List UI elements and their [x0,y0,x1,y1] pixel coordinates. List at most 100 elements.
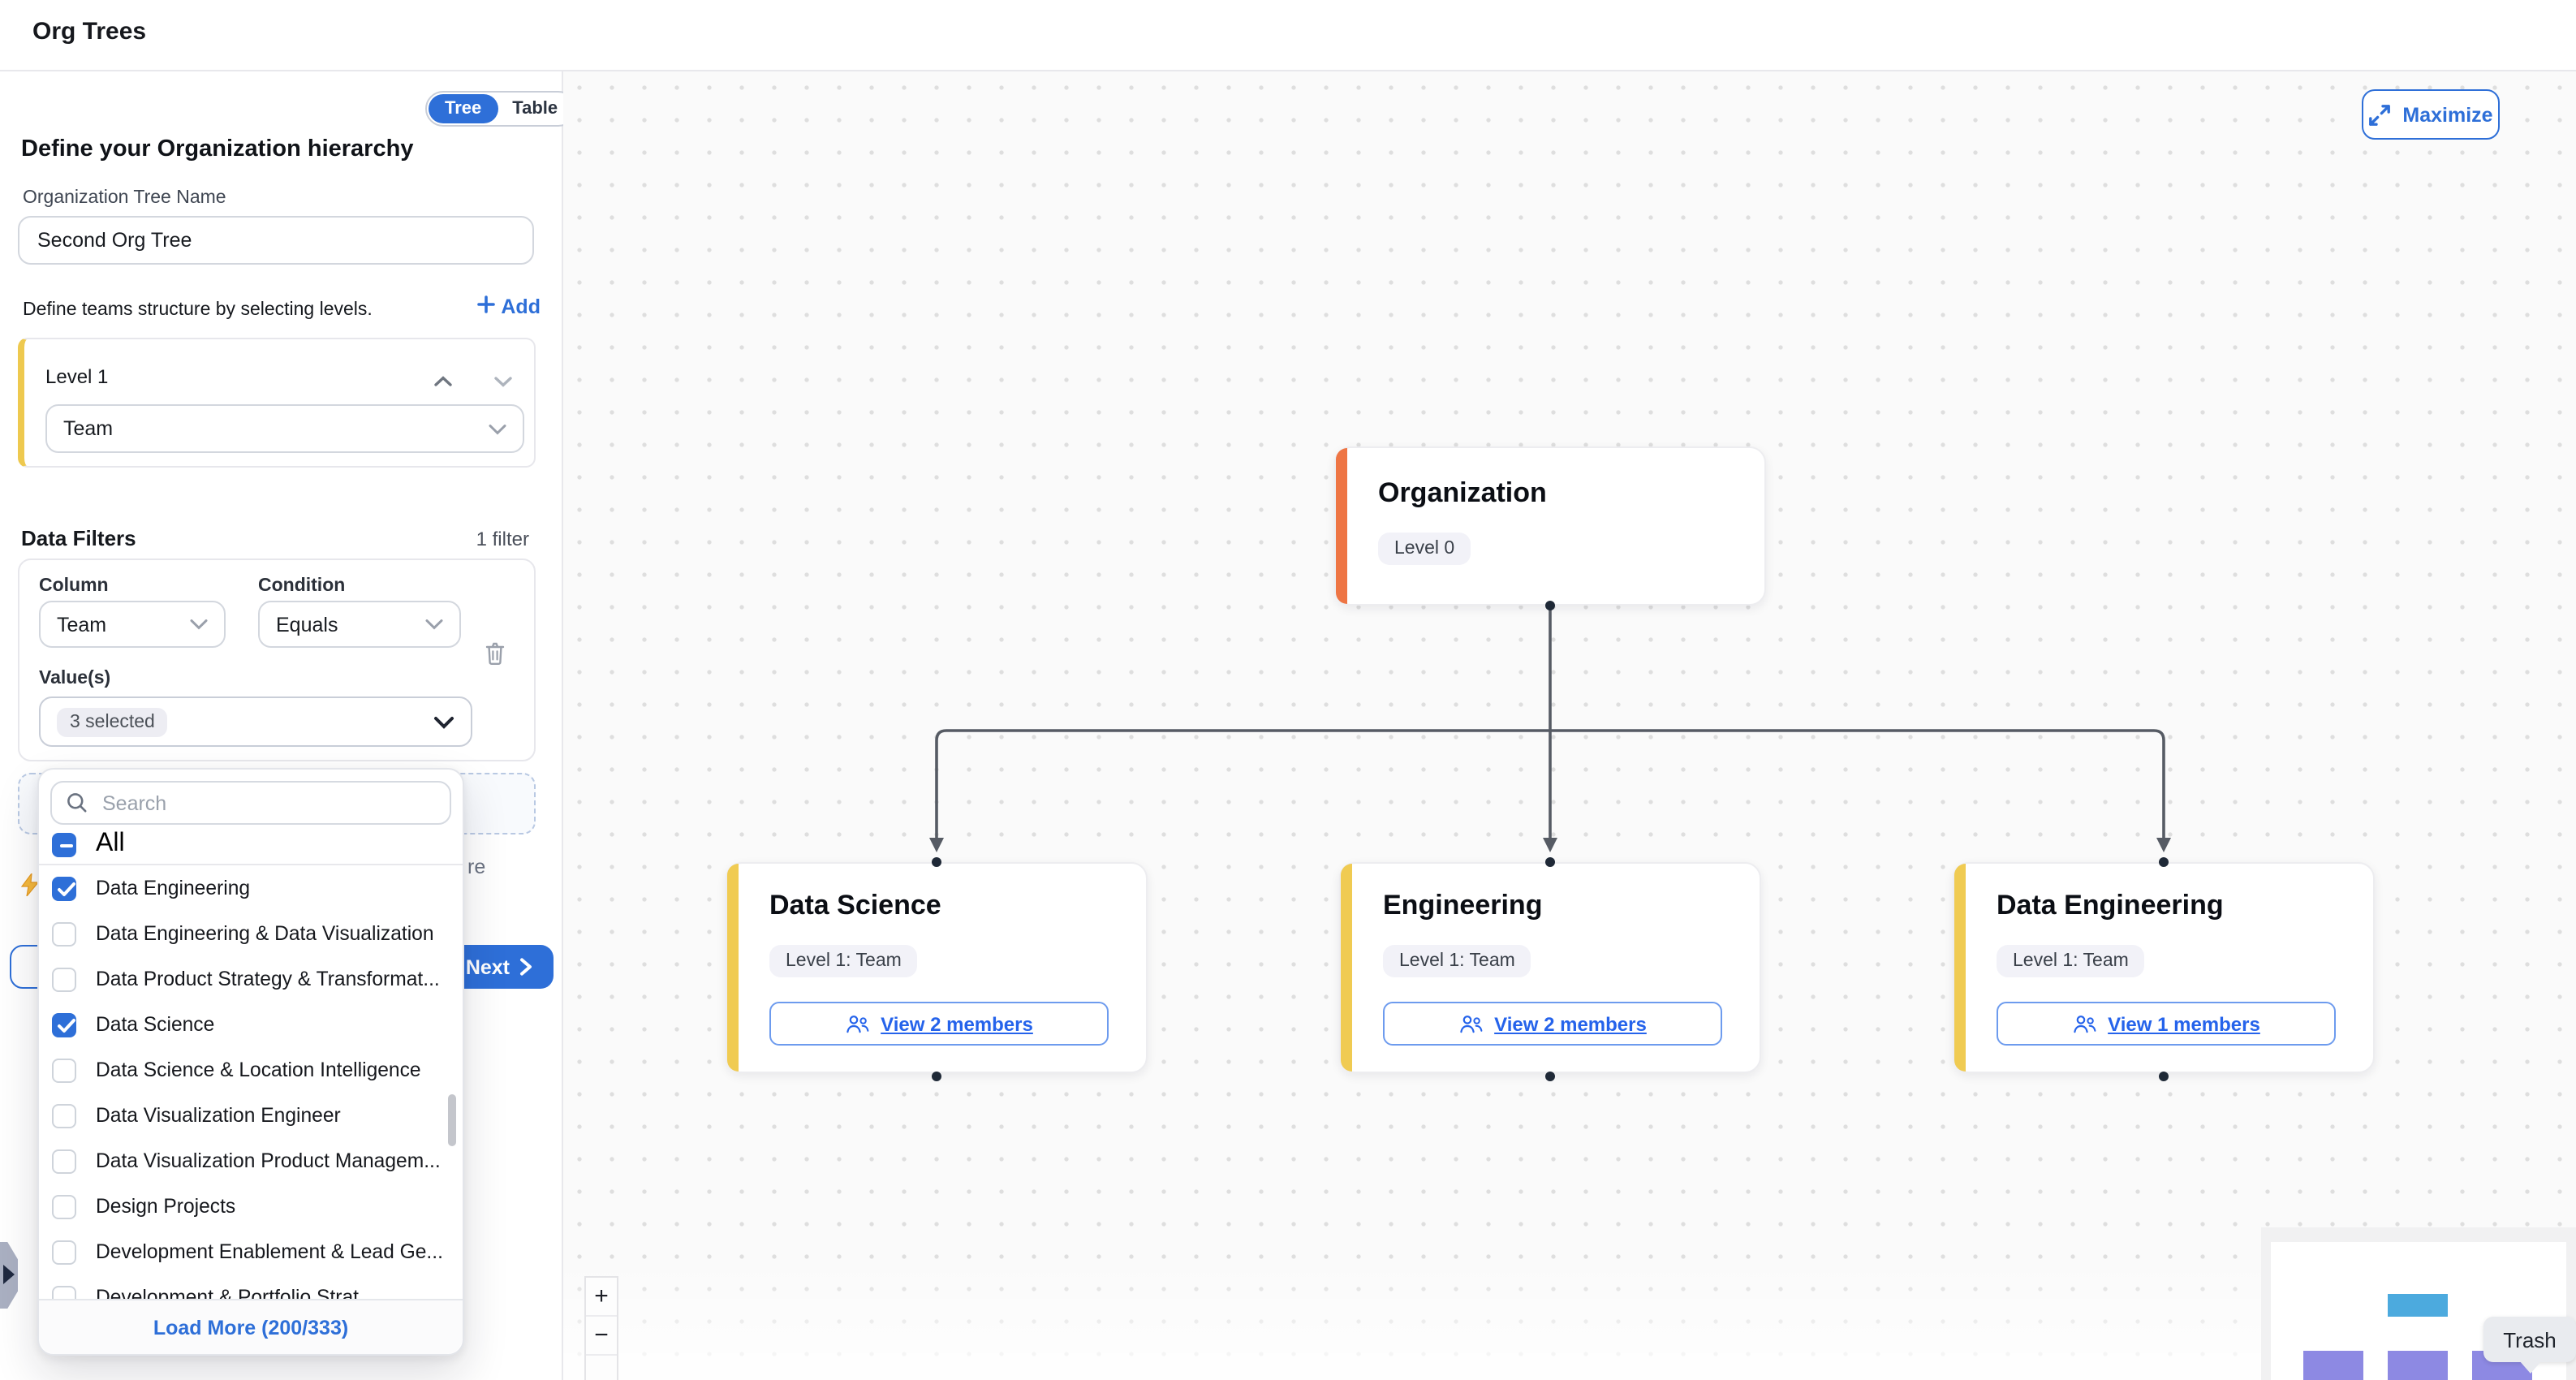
node-title: Data Engineering [1997,890,2224,921]
minimap-child-node [2388,1351,2448,1380]
chevron-down-icon [489,424,506,434]
node-title: Data Science [769,890,941,921]
checkbox[interactable] [52,1058,76,1082]
chevron-down-icon [190,619,208,630]
checkbox[interactable] [52,1194,76,1218]
members-icon [1459,1015,1482,1033]
bottom-fade [563,1258,2576,1380]
org-node-data-science[interactable]: Data Science Level 1: Team View 2 member… [726,862,1148,1073]
load-more-button[interactable]: Load More (200/333) [39,1299,463,1354]
org-node-engineering[interactable]: Engineering Level 1: Team View 2 members [1339,862,1761,1073]
chevron-down-icon [434,716,454,728]
chevron-down-icon[interactable] [493,367,513,396]
level-card: Level 1 Team [18,338,536,468]
values-multiselect[interactable]: 3 selected [39,696,472,747]
chevron-down-icon [425,619,443,630]
zoom-out-button[interactable]: − [586,1317,617,1356]
scrollbar-thumb[interactable] [448,1094,456,1146]
members-icon [846,1015,868,1033]
zoom-in-button[interactable]: + [586,1278,617,1317]
view-members-button[interactable]: View 2 members [1383,1002,1722,1046]
values-label: Value(s) [39,669,111,688]
condition-label: Condition [258,576,346,596]
org-chart-canvas[interactable]: Maximize Organization Level 0 Data Scien… [563,71,2576,1380]
dropdown-list[interactable]: Data Engineering Data Engineering & Data… [39,865,463,1302]
node-title: Engineering [1383,890,1543,921]
checkbox[interactable] [52,967,76,991]
zoom-controls: + − [584,1276,618,1380]
column-label: Column [39,576,109,596]
list-item[interactable]: Development Enablement & Lead Ge... [39,1229,463,1274]
maximize-label: Maximize [2402,103,2493,126]
add-level-button[interactable]: Add [476,295,541,318]
dropdown-search[interactable] [50,781,451,825]
checkbox[interactable] [52,876,76,900]
expand-handle[interactable] [0,1242,18,1309]
sidebar-heading: Define your Organization hierarchy [21,136,414,162]
add-label: Add [501,295,541,318]
checkbox[interactable] [52,1240,76,1264]
chevron-right-icon [520,958,532,976]
view-members-button[interactable]: View 2 members [769,1002,1109,1046]
level-badge: Level 0 [1378,533,1471,565]
checkbox[interactable] [52,921,76,946]
level-badge: Level 1: Team [769,945,918,977]
view-members-label: View 1 members [2108,1012,2260,1035]
view-toggle[interactable]: Tree Table [425,91,576,127]
filter-card: Column Condition Team Equals Value(s) 3 … [18,558,536,761]
list-item[interactable]: Data Engineering [39,865,463,911]
level-badge: Level 1: Team [1383,945,1531,977]
maximize-button[interactable]: Maximize [2362,89,2500,140]
checkbox[interactable] [52,1149,76,1173]
column-select[interactable]: Team [39,601,226,648]
search-icon [67,793,87,813]
delete-filter-icon[interactable] [484,641,506,674]
checkbox[interactable] [52,1103,76,1128]
lightning-icon [20,871,40,904]
level-title: Level 1 [45,365,109,388]
list-item[interactable]: Design Projects [39,1184,463,1229]
divider [39,864,463,865]
tree-name-input[interactable] [18,216,534,265]
level-type-select[interactable]: Team [45,404,524,453]
list-item[interactable]: Data Science & Location Intelligence [39,1047,463,1093]
select-all-row[interactable]: All [39,825,463,864]
chevron-up-icon[interactable] [433,367,453,396]
org-node-root[interactable]: Organization Level 0 [1334,446,1766,606]
values-dropdown: All Data Engineering Data Engineering & … [37,768,464,1356]
select-all-checkbox[interactable] [52,832,76,856]
view-members-label: View 2 members [1494,1012,1647,1035]
next-label: Next [465,955,510,978]
fit-view-button[interactable] [586,1356,617,1380]
list-item[interactable]: Data Science [39,1002,463,1047]
list-item[interactable]: Development & Portfolio Strat... [39,1274,463,1302]
checkbox[interactable] [52,1285,76,1302]
view-members-label: View 2 members [881,1012,1033,1035]
toggle-table[interactable]: Table [512,99,558,119]
levels-hint: Define teams structure by selecting leve… [23,300,373,320]
plus-icon [476,295,495,318]
view-members-button[interactable]: View 1 members [1997,1002,2336,1046]
level-badge: Level 1: Team [1997,945,2145,977]
minimap-child-node [2303,1351,2363,1380]
tree-name-label: Organization Tree Name [23,188,226,208]
search-input[interactable] [99,790,435,816]
data-filters-title: Data Filters [21,526,136,550]
condition-select[interactable]: Equals [258,601,461,648]
column-value: Team [57,613,107,636]
minimap-root-node [2388,1294,2448,1317]
list-item[interactable]: Data Product Strategy & Transformat... [39,956,463,1002]
selected-count-pill: 3 selected [57,707,168,736]
hidden-tip-text-fragment: re [467,856,486,878]
page-header: Org Trees [0,0,2576,71]
members-icon [2073,1015,2096,1033]
list-item[interactable]: Data Visualization Product Managem... [39,1138,463,1184]
select-all-label: All [96,830,125,857]
org-node-data-engineering[interactable]: Data Engineering Level 1: Team View 1 me… [1953,862,2375,1073]
list-item[interactable]: Data Visualization Engineer [39,1093,463,1138]
toggle-tree[interactable]: Tree [429,94,498,123]
checkbox[interactable] [52,1012,76,1037]
list-item[interactable]: Data Engineering & Data Visualization [39,911,463,956]
expand-icon [2369,104,2391,125]
